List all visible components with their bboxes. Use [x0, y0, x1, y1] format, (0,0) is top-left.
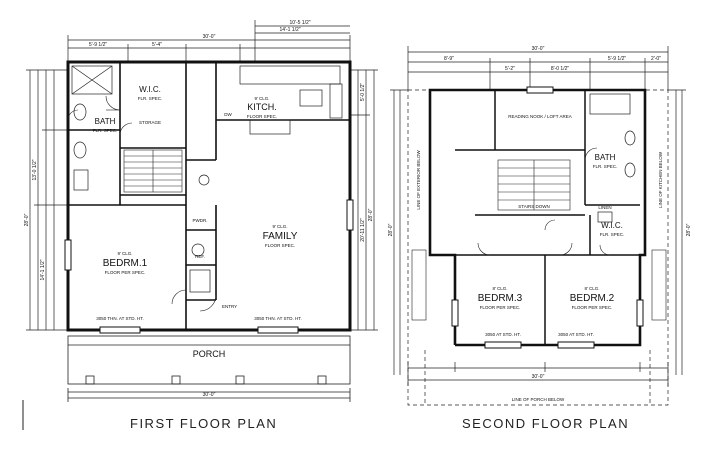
second-dim-seg-5: 2'-0": [651, 56, 661, 62]
first-right-dim-2: 20'-11 1/2": [360, 218, 366, 242]
second-wic-label: W.I.C.: [601, 221, 623, 230]
second-overall-width-bottom: 30'-0": [532, 374, 545, 380]
first-floor-left-dimensions: [26, 69, 68, 331]
first-floor-windows: [64, 199, 354, 334]
first-window-note-1: 3050 THN. AT STD. HT.: [96, 316, 144, 321]
second-window-note-2: 3050 AT STD. HT.: [558, 332, 594, 337]
first-overall-width-top: 30'-0": [203, 34, 216, 40]
second-floor-plan-title: SECOND FLOOR PLAN: [462, 416, 630, 431]
second-bedrm2-label: BEDRM.2: [570, 293, 615, 304]
second-bedrm2-ceiling: 8' CLG.: [584, 286, 599, 291]
first-floor-interior-walls: [68, 62, 350, 330]
first-bedrm1-note: FLOOR PER SPEC.: [105, 270, 146, 275]
second-dim-seg-3: 8'-0 1/2": [551, 66, 570, 72]
second-dim-seg-4: 5'-9 1/2": [608, 56, 627, 62]
first-dim-seg-3: 14'-1 1/2": [279, 27, 300, 33]
first-kitchen-label: KITCH.: [247, 102, 277, 112]
first-floor-right-dimensions: [350, 69, 378, 331]
second-overall-width-top: 30'-0": [532, 46, 545, 52]
first-left-dim-3: 28'-0": [24, 213, 30, 226]
second-right-dim: 28'-0": [686, 223, 692, 236]
first-floor-kitchen-counters: [189, 65, 343, 293]
first-dw-label: DW: [224, 112, 232, 117]
second-bedrm3-note: FLOOR PER SPEC.: [480, 305, 521, 310]
second-dim-seg-1: 8'-9": [444, 56, 454, 62]
second-floor-side-dimensions: [390, 89, 686, 375]
first-wic-label: W.I.C.: [139, 85, 161, 94]
second-window-note-1: 3050 AT STD. HT.: [485, 332, 521, 337]
second-reading-label: READING NOOK / LOFT AREA: [508, 114, 571, 119]
first-bath-note: FLR. SPEC.: [93, 128, 118, 133]
second-bedrm2-note: FLOOR PER SPEC.: [572, 305, 613, 310]
first-wic-note: FLR. SPEC.: [138, 96, 163, 101]
first-floor-plan-title: FIRST FLOOR PLAN: [130, 416, 278, 431]
second-wic-note: FLR. SPEC.: [600, 232, 625, 237]
first-floor-stairs: [123, 149, 183, 193]
first-family-label: FAMILY: [263, 231, 298, 242]
first-bedrm1-ceiling: 9' CLG.: [117, 251, 132, 256]
first-dim-seg-1: 5'-9 1/2": [89, 42, 108, 48]
first-window-note-2: 3050 THN. AT STD. HT.: [254, 316, 302, 321]
second-floor-side-details: [411, 249, 667, 321]
first-right-dim-1: 28'-0": [368, 208, 374, 221]
second-bath-label: BATH: [595, 153, 616, 162]
second-bedrm3-label: BEDRM.3: [478, 293, 523, 304]
second-floor-exterior-walls: [428, 88, 647, 347]
first-family-note: FLOOR SPEC.: [265, 243, 295, 248]
second-line-porch-below: LINE OF PORCH BELOW: [512, 397, 565, 402]
first-ref-label: REF.: [195, 254, 205, 259]
first-kitchen-ceiling: 9' CLG.: [254, 96, 269, 101]
first-family-ceiling: 9' CLG.: [272, 224, 287, 229]
second-dim-seg-2: 5'-2": [505, 66, 515, 72]
second-linen-label: LINEN: [598, 205, 611, 210]
first-floor-plan: 30'-0" 5'-9 1/2" 5'-4" 14'-1 1/2" 10'-5 …: [22, 20, 378, 430]
second-floor-plan: 30'-0" 8'-9" 5'-2" 8'-0 1/2" 5'-9 1/2" 2…: [388, 46, 692, 406]
second-floor-bottom-dimensions: [407, 362, 669, 386]
second-floor-top-dimensions: [407, 46, 669, 90]
second-left-dim: 28'-0": [388, 223, 394, 236]
second-line-exterior-below: LINE OF EXTERIOR BELOW: [416, 150, 421, 210]
first-storage-label: STORAGE: [139, 120, 161, 125]
first-bedrm1-label: BEDRM.1: [103, 258, 148, 269]
first-entry-label: ENTRY: [222, 304, 237, 309]
first-left-dim-2: 14'-1 1/2": [40, 259, 46, 280]
first-kitchen-note: FLOOR SPEC.: [247, 114, 277, 119]
second-stairs-label: STAIRS DOWN: [518, 204, 549, 209]
first-porch-label: PORCH: [193, 349, 226, 359]
first-floor-exterior-walls: [66, 60, 352, 332]
first-left-dim-1: 13'-0 1/2": [32, 159, 38, 180]
first-floor-bath-fixtures: [71, 65, 113, 191]
first-bath-label: BATH: [95, 117, 116, 126]
second-floor-lines-below: [407, 89, 669, 406]
first-overall-width-bottom: 30'-0": [203, 392, 216, 398]
first-dim-seg-4: 10'-5 1/2": [289, 20, 310, 26]
second-floor-door-swings: [477, 147, 611, 256]
first-floor-porch: [67, 335, 351, 402]
first-floor-door-swings: [67, 95, 217, 312]
second-bedrm3-ceiling: 8' CLG.: [492, 286, 507, 291]
first-pwdr-label: PWDR.: [193, 218, 208, 223]
first-floor-top-dimensions: [67, 20, 351, 62]
first-dim-seg-2: 5'-4": [152, 42, 162, 48]
second-bath-note: FLR. SPEC.: [593, 164, 618, 169]
second-floor-bath-fixtures: [589, 93, 636, 223]
second-floor-stairs: [497, 159, 571, 211]
second-line-kitchen-below: LINE OF KITCHEN BELOW: [658, 151, 663, 208]
second-floor-windows: [451, 86, 644, 349]
first-right-dim-3: 5'-0 1/2": [360, 83, 366, 102]
